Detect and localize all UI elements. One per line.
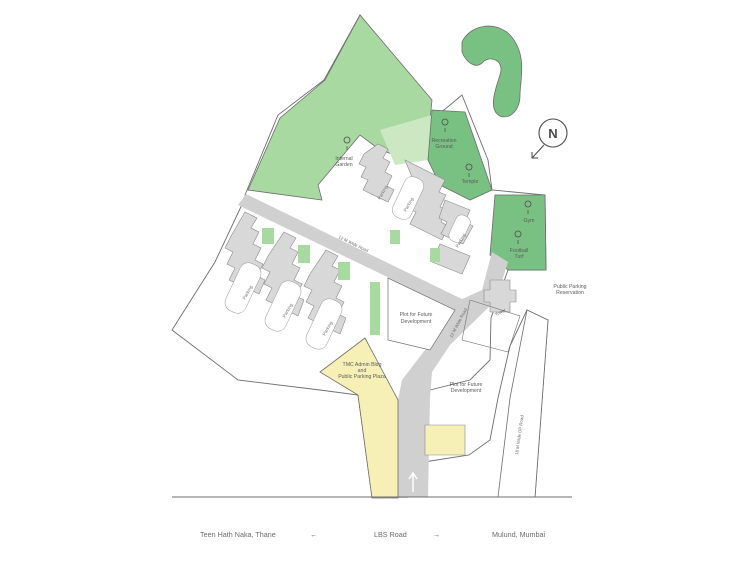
footer-left-arrow: ←: [310, 530, 317, 539]
public-parking-label-1: Public Parking: [553, 284, 586, 290]
footer-right-arrow: →: [433, 530, 440, 539]
left-cluster-courtyards: [224, 262, 343, 350]
temple-label: Temple: [462, 179, 479, 185]
pin-icon: [465, 163, 473, 177]
footer-left-label: Teen Hath Naka, Thane: [200, 530, 276, 539]
plot-future-1-label-1: Plot for Future: [400, 312, 433, 318]
plot-future-2-label-2: Development: [451, 388, 482, 394]
north-label: N: [548, 126, 557, 141]
plot-future-1: [387, 277, 456, 351]
left-cluster-greens: [262, 228, 350, 280]
recreation-ground-label-2: Ground: [435, 144, 452, 150]
sports-area: [489, 194, 547, 271]
garden-light-patch: [380, 115, 432, 165]
footer-legend: Teen Hath Naka, Thane ← LBS Road → Mulun…: [200, 530, 546, 539]
footer-right-label: Mulund, Mumbai: [492, 530, 546, 539]
tmc-admin-label-1: TMC Admin Bldg: [343, 362, 382, 368]
tower-block: [483, 279, 517, 313]
green-strip: [370, 282, 380, 335]
plot-future-2-label-1: Plot for Future: [450, 382, 483, 388]
pin-icon: [343, 136, 351, 150]
plot-future-1-label-2: Development: [401, 319, 432, 325]
green-trail: [461, 25, 523, 118]
tmc-admin-label-3: Public Parking Plaza: [338, 374, 386, 380]
recreation-ground-label-1: Recreation: [431, 138, 456, 144]
upper-cluster-greens: [390, 230, 440, 262]
tower-plot: [461, 299, 521, 353]
north-indicator: N: [531, 118, 568, 159]
tmc-admin-label-2: and: [358, 368, 367, 374]
main-road-vertical: [398, 252, 508, 498]
lower-road: [398, 398, 430, 497]
internal-garden-label-2: Garden: [335, 162, 352, 168]
footer-center-label: LBS Road: [374, 530, 407, 539]
pin-icon: [524, 200, 532, 214]
tower-label: Tower: [494, 307, 507, 317]
pin-icon: [441, 118, 449, 132]
gym-label: Gym: [524, 218, 535, 224]
main-road-horizontal: [238, 194, 468, 312]
entry-arrow: [408, 471, 418, 492]
location-markers: [343, 118, 532, 244]
tmc-admin-area: [319, 337, 399, 499]
football-turf-label-1: Football: [510, 248, 528, 254]
upper-cluster-courtyards: [392, 176, 471, 243]
bottom-building: [424, 424, 466, 456]
pin-icon: [514, 230, 522, 244]
internal-garden-label-1: Internal: [335, 156, 352, 162]
road-18m-dp-label: 18 M Wide DP Road: [514, 414, 525, 455]
public-parking-label-2: Reservation: [556, 290, 584, 296]
football-turf-label-2: Turf: [514, 254, 524, 260]
recreation-ground-area: [427, 109, 493, 201]
